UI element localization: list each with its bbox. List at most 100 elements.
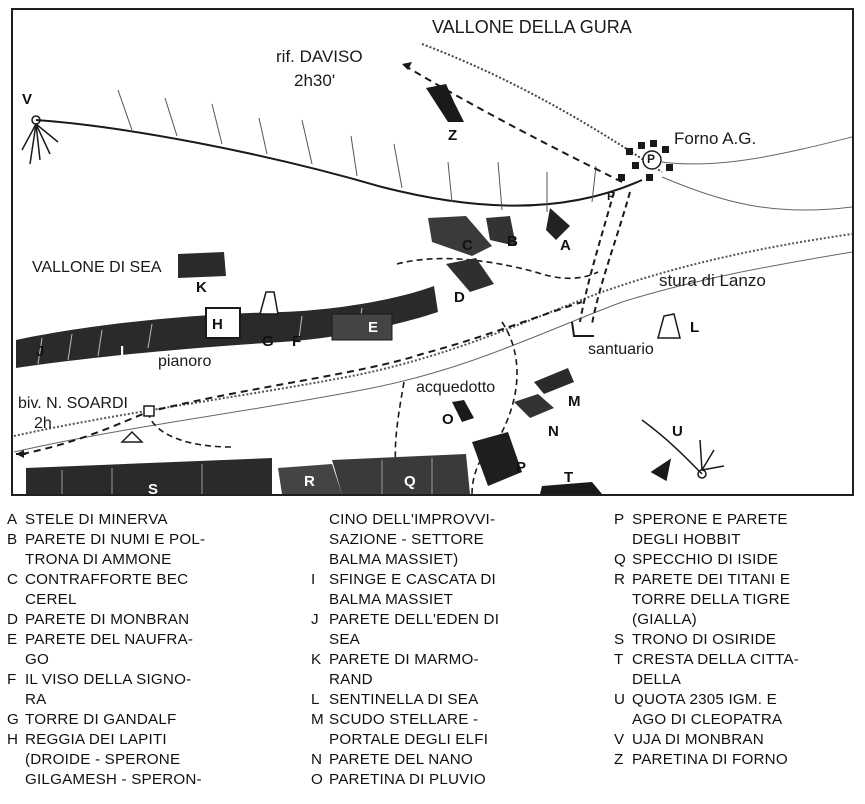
legend-key: O <box>311 771 324 788</box>
legend-text: BALMA MASSIET) <box>329 551 459 568</box>
legend-column-2: CINO DELL'IMPROVVI- SAZIONE - SETTORE BALM… <box>311 510 557 790</box>
label-biv-soardi: biv. N. SOARDI <box>18 395 128 412</box>
legend-text: GILGAMESH - SPERON- <box>25 771 202 788</box>
legend-text: SENTINELLA DI SEA <box>329 691 479 708</box>
legend-text: TRONO DI OSIRIDE <box>632 631 777 648</box>
legend-key: T <box>614 651 624 668</box>
legend-key <box>311 510 329 530</box>
legend-entry: B PARETE DI NUMI E POL- <box>7 530 255 550</box>
legend-entry: S TRONO DI OSIRIDE <box>614 630 858 650</box>
legend-key: A <box>7 511 18 528</box>
gura-valley-lower <box>661 176 852 211</box>
sector-label-z: Z <box>448 127 458 144</box>
legend-key <box>614 610 632 630</box>
map-drawing <box>13 43 852 494</box>
block-k <box>178 252 226 278</box>
block-z <box>426 84 464 122</box>
sector-label-n: N <box>548 423 559 440</box>
legend-key: F <box>7 671 17 688</box>
trail-sea <box>396 257 599 280</box>
legend-entry: DELLA <box>614 670 858 690</box>
legend: A STELE DI MINERVA B PARETE DI NUMI E POL- T… <box>0 498 865 804</box>
sector-label-g: G <box>262 333 274 350</box>
legend-key: K <box>311 651 322 668</box>
tower-g <box>259 291 279 315</box>
legend-entry: SAZIONE - SETTORE <box>311 530 557 550</box>
sector-label-j: J <box>36 343 45 360</box>
legend-text: PARETE DELL'EDEN DI <box>329 611 500 628</box>
legend-key <box>614 530 632 550</box>
block-l <box>657 313 681 339</box>
summit-u-symbol <box>641 419 725 482</box>
label-vallone-della-gura: VALLONE DELLA GURA <box>432 17 632 37</box>
sector-label-p: P <box>516 459 527 476</box>
legend-key: N <box>311 751 323 768</box>
legend-text: PARETE DI NUMI E POL- <box>25 531 206 548</box>
parking-marker-road: P <box>607 189 616 203</box>
legend-text: CEREL <box>25 591 77 608</box>
legend-text: PARETE DEL NANO <box>329 751 473 768</box>
legend-text: PORTALE DEGLI ELFI <box>329 731 489 748</box>
legend-key: C <box>7 571 19 588</box>
legend-text: STELE DI MINERVA <box>25 511 168 528</box>
legend-entry: CINO DELL'IMPROVVI- <box>311 510 557 530</box>
legend-key <box>311 730 329 750</box>
parking-marker-forno: P <box>647 152 656 166</box>
sector-label-s: S <box>148 481 159 498</box>
ridge-line <box>35 119 643 207</box>
trail-valley <box>21 301 583 455</box>
legend-key <box>7 770 25 790</box>
legend-key: P <box>614 511 625 528</box>
sector-label-i: I <box>120 343 125 360</box>
legend-key: E <box>7 631 18 648</box>
label-forno: Forno A.G. <box>674 129 757 148</box>
legend-entry: RAND <box>311 670 557 690</box>
label-pianoro: pianoro <box>158 353 212 370</box>
legend-entry: GILGAMESH - SPERON- <box>7 770 255 790</box>
legend-entry: PORTALE DEGLI ELFI <box>311 730 557 750</box>
legend-key <box>614 590 632 610</box>
sector-label-f: F <box>292 333 302 350</box>
forno-village <box>618 140 673 181</box>
sector-label-c: C <box>462 237 473 254</box>
sector-label-q: Q <box>404 473 416 490</box>
legend-text: QUOTA 2305 IGM. E <box>632 691 777 708</box>
legend-text: SAZIONE - SETTORE <box>329 531 485 548</box>
sector-label-o: O <box>442 411 454 428</box>
trail-forno <box>579 191 615 323</box>
sector-label-r: R <box>304 473 315 490</box>
legend-entry: AGO DI CLEOPATRA <box>614 710 858 730</box>
legend-key: V <box>614 731 625 748</box>
label-santuario: santuario <box>588 341 654 358</box>
legend-text: PARETE DI MONBRAN <box>25 611 190 628</box>
legend-entry: TORRE DELLA TIGRE <box>614 590 858 610</box>
legend-key <box>7 750 25 770</box>
block-b <box>486 216 516 246</box>
sector-h-box <box>205 307 241 339</box>
legend-key <box>614 710 632 730</box>
legend-text: BALMA MASSIET <box>329 591 454 608</box>
sector-label-d: D <box>454 289 465 306</box>
legend-text: SPERONE E PARETE <box>632 511 788 528</box>
legend-key: U <box>614 691 626 708</box>
legend-key: S <box>614 631 625 648</box>
legend-key <box>311 590 329 610</box>
legend-key: B <box>7 531 18 548</box>
legend-text: CINO DELL'IMPROVVI- <box>329 511 496 528</box>
legend-entry: DEGLI HOBBIT <box>614 530 858 550</box>
legend-text: SCUDO STELLARE - <box>329 711 479 728</box>
legend-text: SEA <box>329 631 360 648</box>
block-c <box>428 216 492 256</box>
